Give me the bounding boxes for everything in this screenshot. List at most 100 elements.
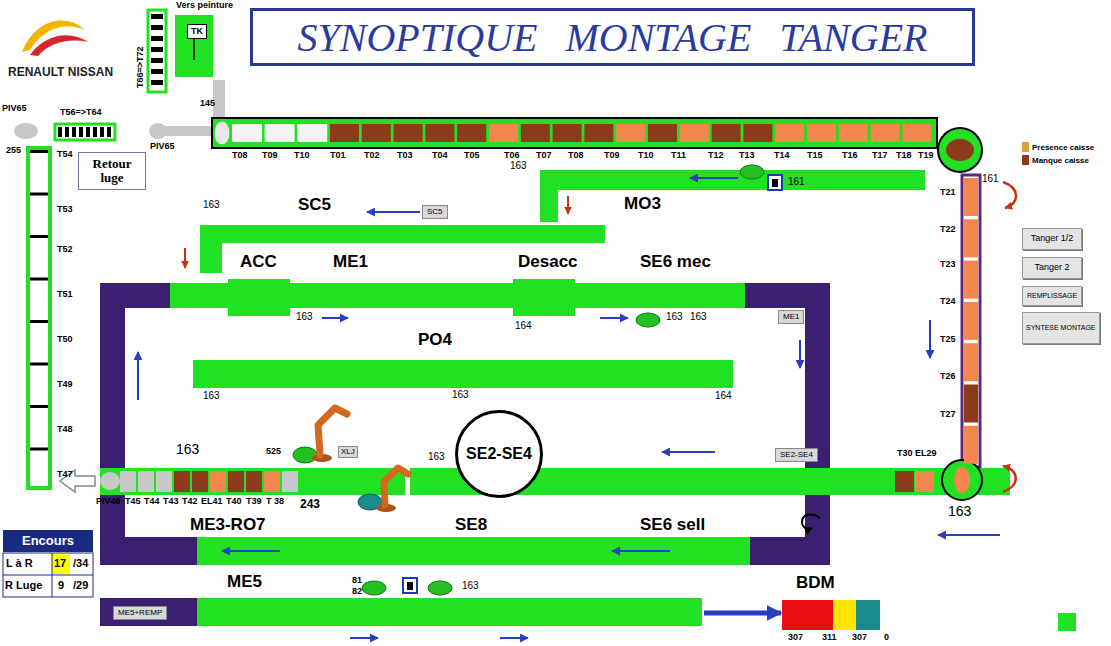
label-text: T21 (940, 188, 956, 197)
turn-arrow (802, 515, 820, 529)
label-text: T01 (330, 151, 346, 160)
buffer-segment (782, 600, 833, 630)
top-conveyor (212, 118, 937, 148)
conveyor-cell (30, 193, 48, 196)
label-text: MO3 (624, 195, 661, 212)
conveyor-stub (540, 190, 558, 222)
label-text: PIV46 (96, 497, 121, 506)
conveyor-cell (902, 124, 931, 142)
conveyor-cell (616, 124, 645, 142)
node-text: Tanger 1/2 (1031, 234, 1074, 243)
conveyor-cell (964, 302, 978, 340)
label-text: 164 (715, 391, 732, 401)
label-text: PIV65 (2, 104, 27, 113)
conveyor-cell (30, 363, 48, 366)
conveyor-cell (93, 127, 97, 137)
legend-item: Présence caisse (1022, 142, 1094, 152)
robot (384, 468, 408, 505)
conveyor-cell (362, 124, 391, 142)
conveyor-cell (330, 124, 359, 142)
conveyor-cell (394, 124, 423, 142)
conveyor-band: ME5 (197, 598, 702, 626)
conveyor-cell (895, 471, 914, 492)
label-text: T52 (57, 245, 73, 254)
flow-arrow (690, 177, 738, 179)
label-text: T09 (604, 151, 620, 160)
conveyor-cell (151, 14, 163, 19)
label-text: 163 (690, 312, 707, 322)
flow-arrow (322, 317, 348, 319)
conveyor-cell (30, 405, 48, 408)
conveyor-cell (964, 343, 978, 381)
node-text: SYNTESE MONTAGE (1026, 324, 1096, 331)
label-text: T04 (432, 151, 448, 160)
conveyor-cell (86, 127, 90, 137)
table-rule (52, 553, 53, 597)
flow-arrow (612, 550, 670, 552)
node-text: ME1 (783, 313, 799, 321)
return-box: Retour luge (78, 152, 146, 190)
conveyor-cell (120, 471, 136, 492)
label-text: T09 (262, 151, 278, 160)
legend-text: Présence caisse (1032, 143, 1094, 152)
flow-arrow (367, 211, 420, 213)
turn-arrow (1003, 466, 1016, 492)
sensor (428, 581, 452, 595)
label-text: SE6 mec (640, 253, 711, 270)
flow-arrow (662, 451, 715, 453)
station-block (513, 279, 575, 316)
label-text: T26 (940, 372, 956, 381)
buffer-conveyor (148, 10, 166, 92)
conveyor-band (100, 468, 405, 495)
label-text: T43 (163, 497, 179, 506)
tk-box: TK (187, 24, 207, 39)
label-text: T15 (807, 151, 823, 160)
label-text: T40 (226, 497, 242, 506)
turn-arrow (1003, 182, 1016, 208)
conveyor-cell (138, 471, 154, 492)
conveyor-cell (30, 235, 48, 238)
label-text: T03 (397, 151, 413, 160)
label-text: 163 (452, 390, 469, 400)
buffer-segment (833, 600, 856, 630)
label-text: 81 (352, 576, 362, 585)
legend-text: Manque caisse (1032, 156, 1089, 165)
label-text: 311 (822, 633, 837, 642)
conveyor-cell (425, 124, 454, 142)
conveyor-band (197, 537, 750, 565)
label-text: T14 (774, 151, 790, 160)
encours-table (3, 553, 93, 597)
label-text: 0 (884, 633, 889, 642)
turntable-load (954, 467, 970, 493)
label-text: T39 (246, 497, 262, 506)
buffer-conveyor (55, 124, 115, 140)
conveyor-cell (228, 471, 244, 492)
legend-swatch (1022, 155, 1029, 165)
buffer-segment (856, 600, 880, 630)
conveyor-cell (151, 69, 163, 74)
label-text: T30 EL29 (897, 449, 937, 458)
node-text: TK (191, 27, 203, 36)
label-text: T11 (671, 151, 686, 160)
conveyor-cell (65, 127, 69, 137)
node-text: SE2-SE4 (780, 451, 813, 459)
label-text: T25 (940, 335, 956, 344)
label-text: T45 (125, 497, 141, 506)
conveyor-cell (775, 124, 804, 142)
label-text: PO4 (418, 331, 452, 348)
label-text: T66=>T72 (136, 46, 145, 88)
conveyor-cell (151, 47, 163, 52)
node-text: Tanger 2 (1034, 263, 1069, 272)
drop-arrow (184, 248, 186, 268)
title-banner: SYNOPTIQUE MONTAGE TANGER (250, 8, 975, 66)
label-text: /29 (73, 580, 88, 591)
label-text: Desacc (518, 253, 578, 270)
node-text: SC5 (427, 208, 443, 216)
label-text: L à R (6, 558, 33, 569)
label-text: T12 (708, 151, 724, 160)
label-text: 243 (300, 498, 320, 510)
zone-circle: SE2-SE4 (455, 410, 543, 498)
label-text: 163 (428, 452, 445, 462)
menu-button: REMPLISSAGE (1022, 286, 1082, 306)
